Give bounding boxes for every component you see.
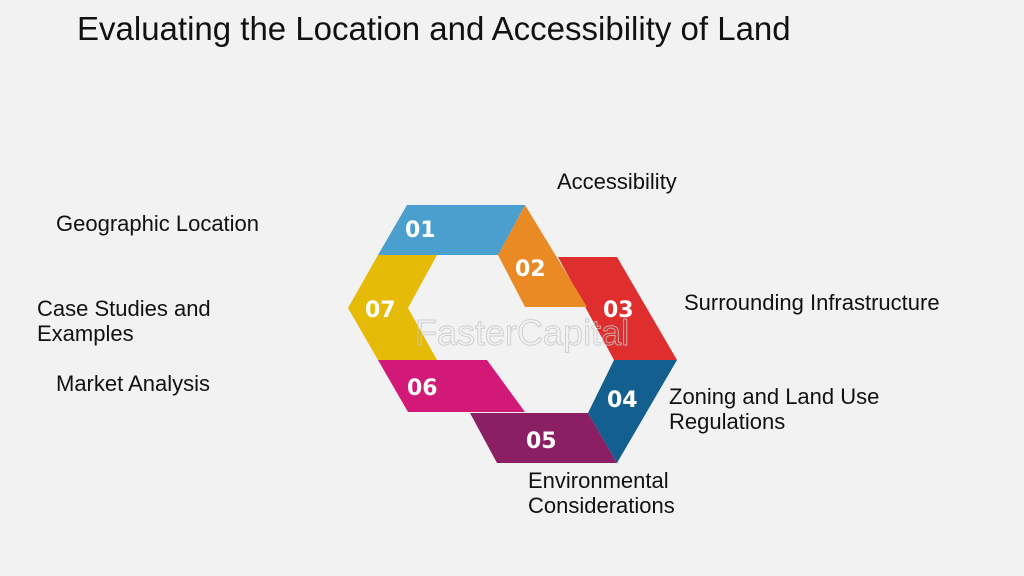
label-environmental-line2: Considerations: [528, 493, 675, 518]
step-number-07: 07: [365, 298, 396, 323]
step-number-04: 04: [607, 388, 638, 413]
label-case-studies-line1: Case Studies and: [37, 296, 211, 321]
segment-06: [378, 360, 525, 412]
label-zoning-line2: Regulations: [669, 409, 786, 434]
segment-05: [470, 413, 617, 463]
label-surrounding-infrastructure: Surrounding Infrastructure: [684, 290, 940, 315]
segment-07: [348, 255, 437, 360]
label-accessibility: Accessibility: [557, 169, 677, 194]
label-market-analysis: Market Analysis: [56, 371, 211, 396]
label-environmental-line1: Environmental: [528, 468, 669, 493]
step-number-06: 06: [407, 376, 438, 401]
step-number-05: 05: [526, 429, 557, 454]
segment-01: [378, 205, 525, 255]
step-number-02: 02: [515, 257, 546, 282]
step-number-01: 01: [405, 218, 436, 243]
watermark: FasterCapital: [415, 312, 629, 353]
label-case-studies: Case Studies and Examples: [37, 296, 211, 346]
page-title: Evaluating the Location and Accessibilit…: [77, 10, 791, 47]
label-zoning: Zoning and Land Use Regulations: [669, 384, 879, 434]
step-number-03: 03: [603, 298, 634, 323]
segment-04: [588, 360, 677, 463]
segment-02: [498, 205, 587, 307]
label-case-studies-line2: Examples: [37, 321, 134, 346]
label-geographic-location: Geographic Location: [56, 211, 260, 236]
label-zoning-line1: Zoning and Land Use: [669, 384, 880, 409]
label-environmental: Environmental Considerations: [528, 468, 675, 518]
segment-03: [558, 257, 677, 360]
